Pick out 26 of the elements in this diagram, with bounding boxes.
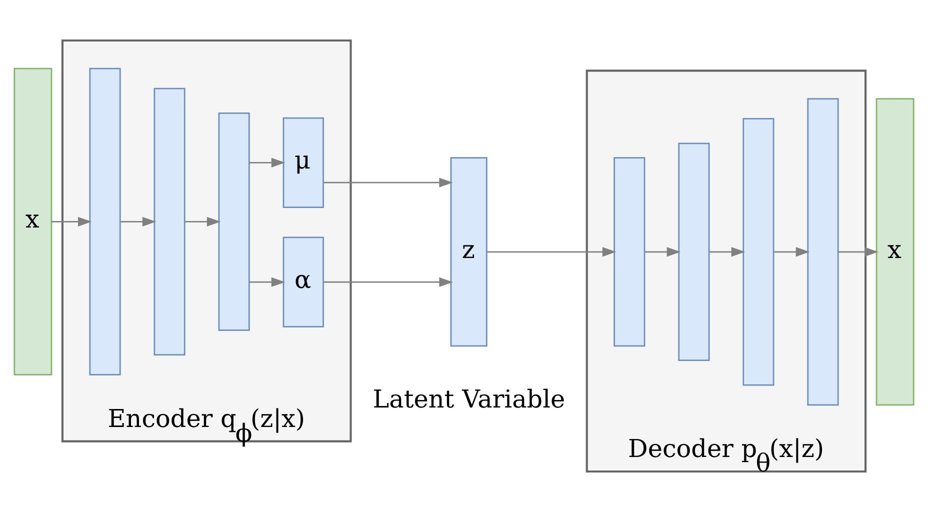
arrow (710, 246, 746, 256)
node-box: x (876, 98, 914, 406)
arrow (52, 216, 92, 226)
node-bar (807, 98, 839, 406)
node-label: Latent Variable (372, 384, 566, 414)
arrow (838, 246, 878, 256)
node-bar (89, 67, 121, 375)
node-box: α (282, 236, 324, 327)
arrow (487, 246, 616, 256)
node-label: ϕ (235, 418, 252, 447)
node-bar (614, 156, 646, 346)
node-bar (742, 118, 774, 386)
node-bar (678, 142, 710, 361)
arrow (324, 276, 453, 286)
node-box: z (450, 156, 488, 346)
arrow (774, 246, 810, 256)
node-bar (154, 87, 186, 356)
node-bar (218, 112, 250, 330)
arrow (249, 157, 286, 167)
node-box: μ (282, 116, 324, 208)
arrow (185, 216, 221, 226)
arrow (324, 177, 453, 187)
node-box: x (14, 67, 52, 375)
arrow (249, 276, 286, 286)
arrow (645, 246, 681, 256)
arrow (120, 216, 156, 226)
